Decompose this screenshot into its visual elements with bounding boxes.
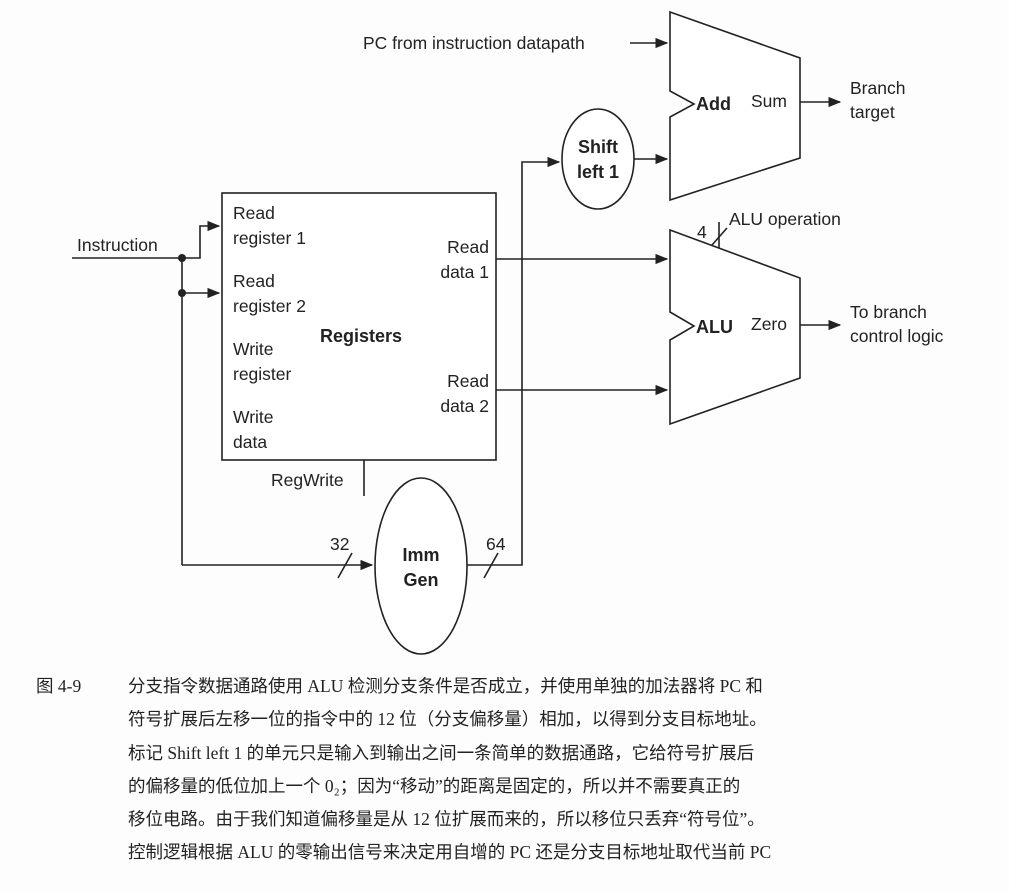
- pc-input-label: PC from instruction datapath: [363, 33, 585, 53]
- to-branch-line2: control logic: [850, 326, 944, 346]
- shift-left-unit: [561, 108, 635, 210]
- branch-target-line2: target: [850, 102, 895, 122]
- read-data2-line1: Read: [447, 371, 489, 391]
- alu-unit: [669, 228, 801, 426]
- imm-gen-unit: [374, 477, 468, 655]
- datapath-diagram: Add Sum PC from instruction datapath Bra…: [72, 10, 944, 655]
- imm-gen-line1: Imm: [402, 545, 439, 565]
- alu-label: ALU: [696, 317, 733, 337]
- write-data-line1: Write: [233, 407, 274, 427]
- read-reg2-line1: Read: [233, 271, 275, 291]
- bus-width-slash: [711, 227, 728, 246]
- write-data-line2: data: [233, 432, 267, 452]
- caption-text: 分支指令数据通路使用 ALU 检测分支条件是否成立，并使用单独的加法器将 PC …: [128, 676, 772, 863]
- imm-in-width-label: 32: [330, 534, 349, 554]
- figure-number: 图 4-9: [36, 676, 82, 696]
- bus-width-slash: [483, 552, 499, 579]
- alu-op-width-label: 4: [697, 222, 707, 242]
- immgen-to-shift-wire: [467, 156, 561, 566]
- alu-zero-label: Zero: [751, 314, 787, 334]
- read-data1-line2: data 1: [440, 262, 489, 282]
- read-reg1-line2: register 1: [233, 228, 306, 248]
- junction-dot: [178, 254, 186, 262]
- adder-label: Add: [696, 94, 731, 114]
- shift-left-line2: left 1: [577, 162, 619, 182]
- adder-sum-label: Sum: [751, 91, 787, 111]
- read-reg1-line1: Read: [233, 203, 275, 223]
- read-data1-line1: Read: [447, 237, 489, 257]
- write-reg-line1: Write: [233, 339, 274, 359]
- imm-gen-line2: Gen: [403, 570, 438, 590]
- imm-out-width-label: 64: [486, 534, 506, 554]
- read-reg2-line2: register 2: [233, 296, 306, 316]
- branch-target-line1: Branch: [850, 78, 905, 98]
- adder-unit: [669, 10, 801, 202]
- shift-left-line1: Shift: [578, 137, 618, 157]
- instruction-label: Instruction: [77, 235, 158, 255]
- bus-width-slash: [337, 552, 353, 579]
- write-reg-line2: register: [233, 364, 292, 384]
- to-branch-line1: To branch: [850, 302, 927, 322]
- registers-label: Registers: [320, 326, 402, 346]
- to-read-reg1-wire: [182, 220, 221, 259]
- alu-operation-label: ALU operation: [729, 209, 841, 229]
- registers-block: [221, 192, 497, 461]
- junction-dot: [178, 289, 186, 297]
- regwrite-label: RegWrite: [271, 470, 344, 490]
- read-data2-line2: data 2: [440, 396, 489, 416]
